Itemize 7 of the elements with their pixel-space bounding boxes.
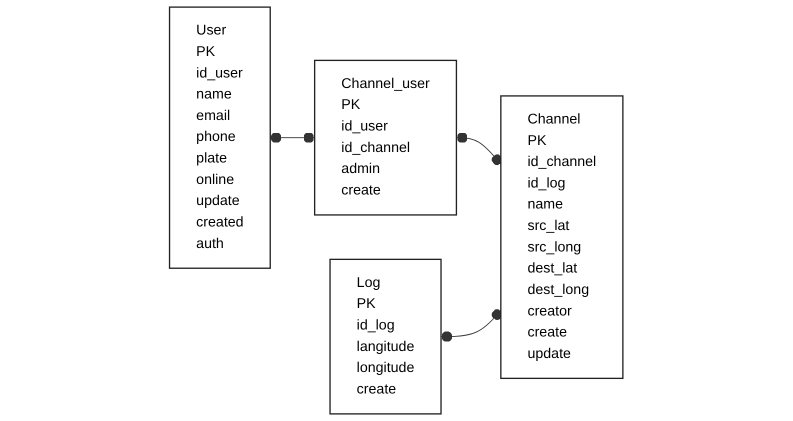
node-box: User PK id_user name email phone plate online update created auth [169,6,272,269]
node-box: Channel_user PK id_user id_channel admin create [314,60,458,216]
node-box: Channel PK id_channel id_log name src_lat src_long dest_lat dest_long creator create update [500,95,624,380]
connector [270,132,316,144]
node-box: Log PK id_log langitude longitude create [330,258,442,415]
connector [440,309,503,342]
connector [456,132,503,166]
